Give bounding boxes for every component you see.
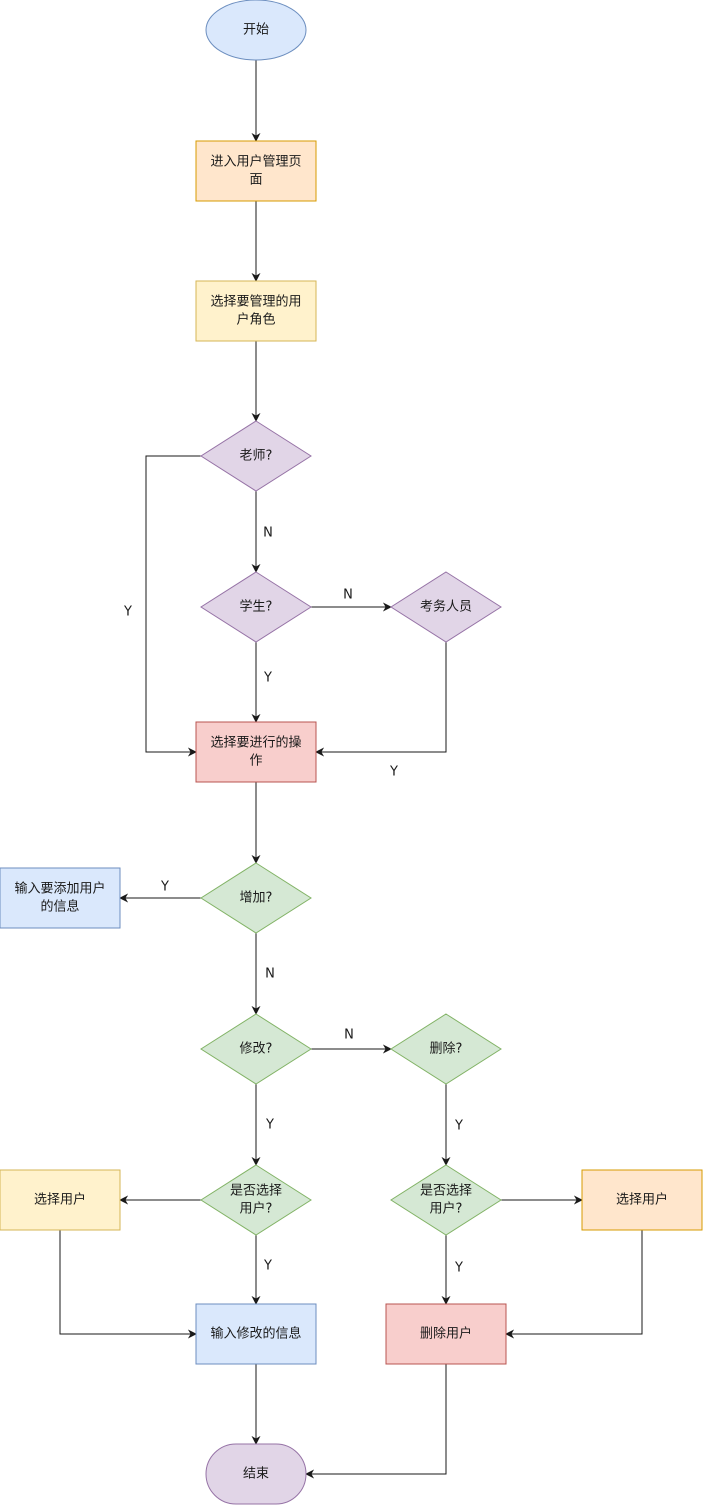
node-label: 选择要进行的操 [210, 735, 301, 751]
ellipse-shape [205, 0, 307, 61]
node-delete-user[interactable]: 删除用户 [385, 1303, 507, 1365]
edge-label: Y [454, 1261, 463, 1276]
diamond-shape [200, 862, 312, 934]
edge-is_add-to-is_modify: N [251, 933, 275, 1015]
rect-shape [385, 1303, 507, 1365]
edge-label: Y [454, 1119, 463, 1134]
edge-label: N [265, 967, 275, 982]
node-label: 老师? [240, 449, 273, 464]
node-input-modify[interactable]: 输入修改的信息 [195, 1303, 317, 1365]
edge-label: N [263, 526, 273, 541]
edge-is_teacher-to-is_student: N [251, 491, 273, 573]
edge-is_student-to-choose_op: Y [251, 642, 272, 723]
diamond-shape [390, 1164, 502, 1236]
edge-label: Y [160, 880, 169, 895]
edge-is_student-to-exam_staff: N [311, 588, 392, 612]
diamond-shape [200, 1164, 312, 1236]
node-label: 进入用户管理页 [210, 154, 301, 170]
node-label: 输入修改的信息 [210, 1326, 301, 1342]
edge-label: N [344, 1028, 354, 1043]
edge-is_modify-to-is_delete: N [311, 1028, 392, 1054]
rect-shape [195, 140, 317, 202]
node-end[interactable]: 结束 [205, 1443, 307, 1505]
node-label: 结束 [243, 1467, 269, 1482]
diamond-shape [200, 571, 312, 643]
connector-arrow [145, 455, 201, 757]
node-label: 户角色 [236, 312, 275, 328]
connector-arrow [59, 1230, 197, 1339]
node-label: 选择要管理的用 [210, 294, 301, 310]
rect-shape [0, 1169, 121, 1231]
edge-pick_user_m-to-input_modify [59, 1230, 197, 1339]
edge-is_delete-to-selected_d: Y [441, 1084, 463, 1166]
node-label: 删除用户 [420, 1326, 472, 1342]
edge-pick_user_d-to-delete_user [505, 1230, 643, 1339]
edge-label: Y [123, 605, 132, 620]
edges-layer: N Y N Y Y Y N N Y Y Y Y [59, 60, 643, 1479]
node-pick-user-d[interactable]: 选择用户 [581, 1169, 703, 1231]
diamond-shape [200, 1013, 312, 1085]
rect-shape [195, 1303, 317, 1365]
connector-arrow [305, 1364, 447, 1479]
node-label: 的信息 [40, 899, 79, 915]
node-is-student[interactable]: 学生? [200, 571, 312, 643]
node-label: 考务人员 [420, 599, 472, 615]
diamond-shape [390, 1013, 502, 1085]
diamond-shape [390, 571, 502, 643]
node-is-modify[interactable]: 修改? [200, 1013, 312, 1085]
rect-shape [195, 721, 317, 783]
edge-is_add-to-input_new: Y [119, 880, 201, 903]
node-label: 是否选择 [420, 1184, 472, 1199]
connector-arrow [505, 1230, 643, 1339]
edge-label: N [343, 588, 353, 603]
node-label: 修改? [240, 1042, 273, 1057]
rect-shape [0, 867, 121, 929]
node-label: 用户? [430, 1201, 463, 1217]
edge-delete_user-to-end [305, 1364, 447, 1479]
edge-label: Y [265, 1118, 274, 1133]
node-is-delete[interactable]: 删除? [390, 1013, 502, 1085]
connector-arrow [315, 642, 447, 757]
node-label: 面 [249, 173, 262, 188]
node-label: 学生? [240, 599, 273, 615]
node-label: 作 [249, 754, 262, 769]
rect-shape [195, 280, 317, 342]
node-label: 用户? [240, 1201, 273, 1217]
node-pick-user-m[interactable]: 选择用户 [0, 1169, 121, 1231]
node-label: 选择用户 [616, 1192, 668, 1208]
node-label: 开始 [243, 23, 269, 38]
edge-label: Y [263, 671, 272, 686]
node-label: 是否选择 [230, 1184, 282, 1199]
node-label: 删除? [430, 1042, 463, 1057]
rect-shape [581, 1169, 703, 1231]
node-label: 增加? [240, 891, 273, 906]
edge-selected_m-to-input_modify: Y [251, 1235, 272, 1305]
edge-exam_staff-to-choose_op: Y [315, 642, 447, 780]
node-label: 输入要添加用户 [14, 881, 105, 897]
edge-is_teacher-to-choose_op: Y [123, 455, 201, 757]
node-label: 选择用户 [34, 1192, 86, 1208]
node-is-teacher[interactable]: 老师? [200, 420, 312, 492]
node-start[interactable]: 开始 [205, 0, 307, 61]
node-exam-staff[interactable]: 考务人员 [390, 571, 502, 643]
edge-is_modify-to-selected_m: Y [251, 1084, 274, 1166]
rounded-shape [205, 1443, 307, 1505]
edge-label: Y [263, 1259, 272, 1274]
node-is-add[interactable]: 增加? [200, 862, 312, 934]
edge-label: Y [389, 765, 398, 780]
edge-selected_d-to-delete_user: Y [441, 1235, 463, 1305]
diamond-shape [200, 420, 312, 492]
